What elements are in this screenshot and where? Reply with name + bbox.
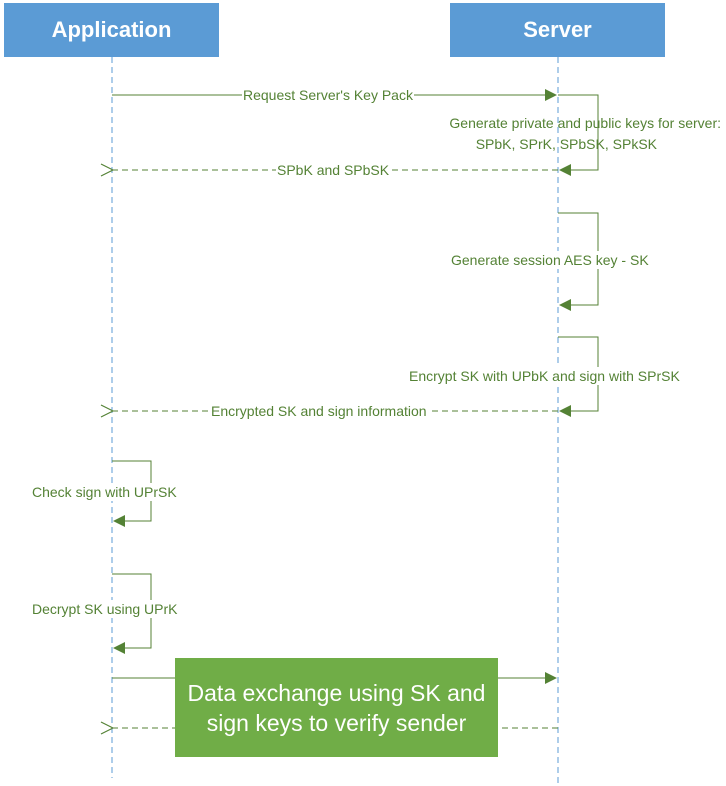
generate-keys-label-line1: Generate private and public keys for ser… bbox=[449, 115, 721, 131]
generate-keys-label: Generate private and public keys for ser… bbox=[390, 113, 722, 155]
data-exchange-line2: sign keys to verify sender bbox=[206, 709, 467, 736]
encrypt-sign-label: Encrypt SK with UPbK and sign with SPrSK bbox=[408, 367, 681, 385]
return-public-keys-label: SPbK and SPbSK bbox=[276, 161, 391, 179]
server-actor: Server bbox=[450, 3, 665, 57]
request-key-pack-label: Request Server's Key Pack bbox=[242, 86, 414, 104]
return-encrypted-label: Encrypted SK and sign information bbox=[210, 402, 428, 420]
decrypt-sk-label: Decrypt SK using UPrK bbox=[31, 600, 179, 618]
server-actor-label: Server bbox=[523, 17, 592, 42]
generate-keys-self-loop bbox=[558, 94, 599, 176]
data-exchange-line1: Data exchange using SK and bbox=[187, 679, 486, 706]
data-exchange-box: Data exchange using SK and sign keys to … bbox=[175, 658, 498, 757]
application-actor: Application bbox=[4, 3, 219, 57]
check-sign-label: Check sign with UPrSK bbox=[31, 483, 178, 501]
generate-keys-label-line2: SPbK, SPrK, SPbSK, SPkSK bbox=[475, 136, 657, 152]
generate-session-key-label: Generate session AES key - SK bbox=[450, 251, 650, 269]
application-actor-label: Application bbox=[51, 17, 172, 42]
